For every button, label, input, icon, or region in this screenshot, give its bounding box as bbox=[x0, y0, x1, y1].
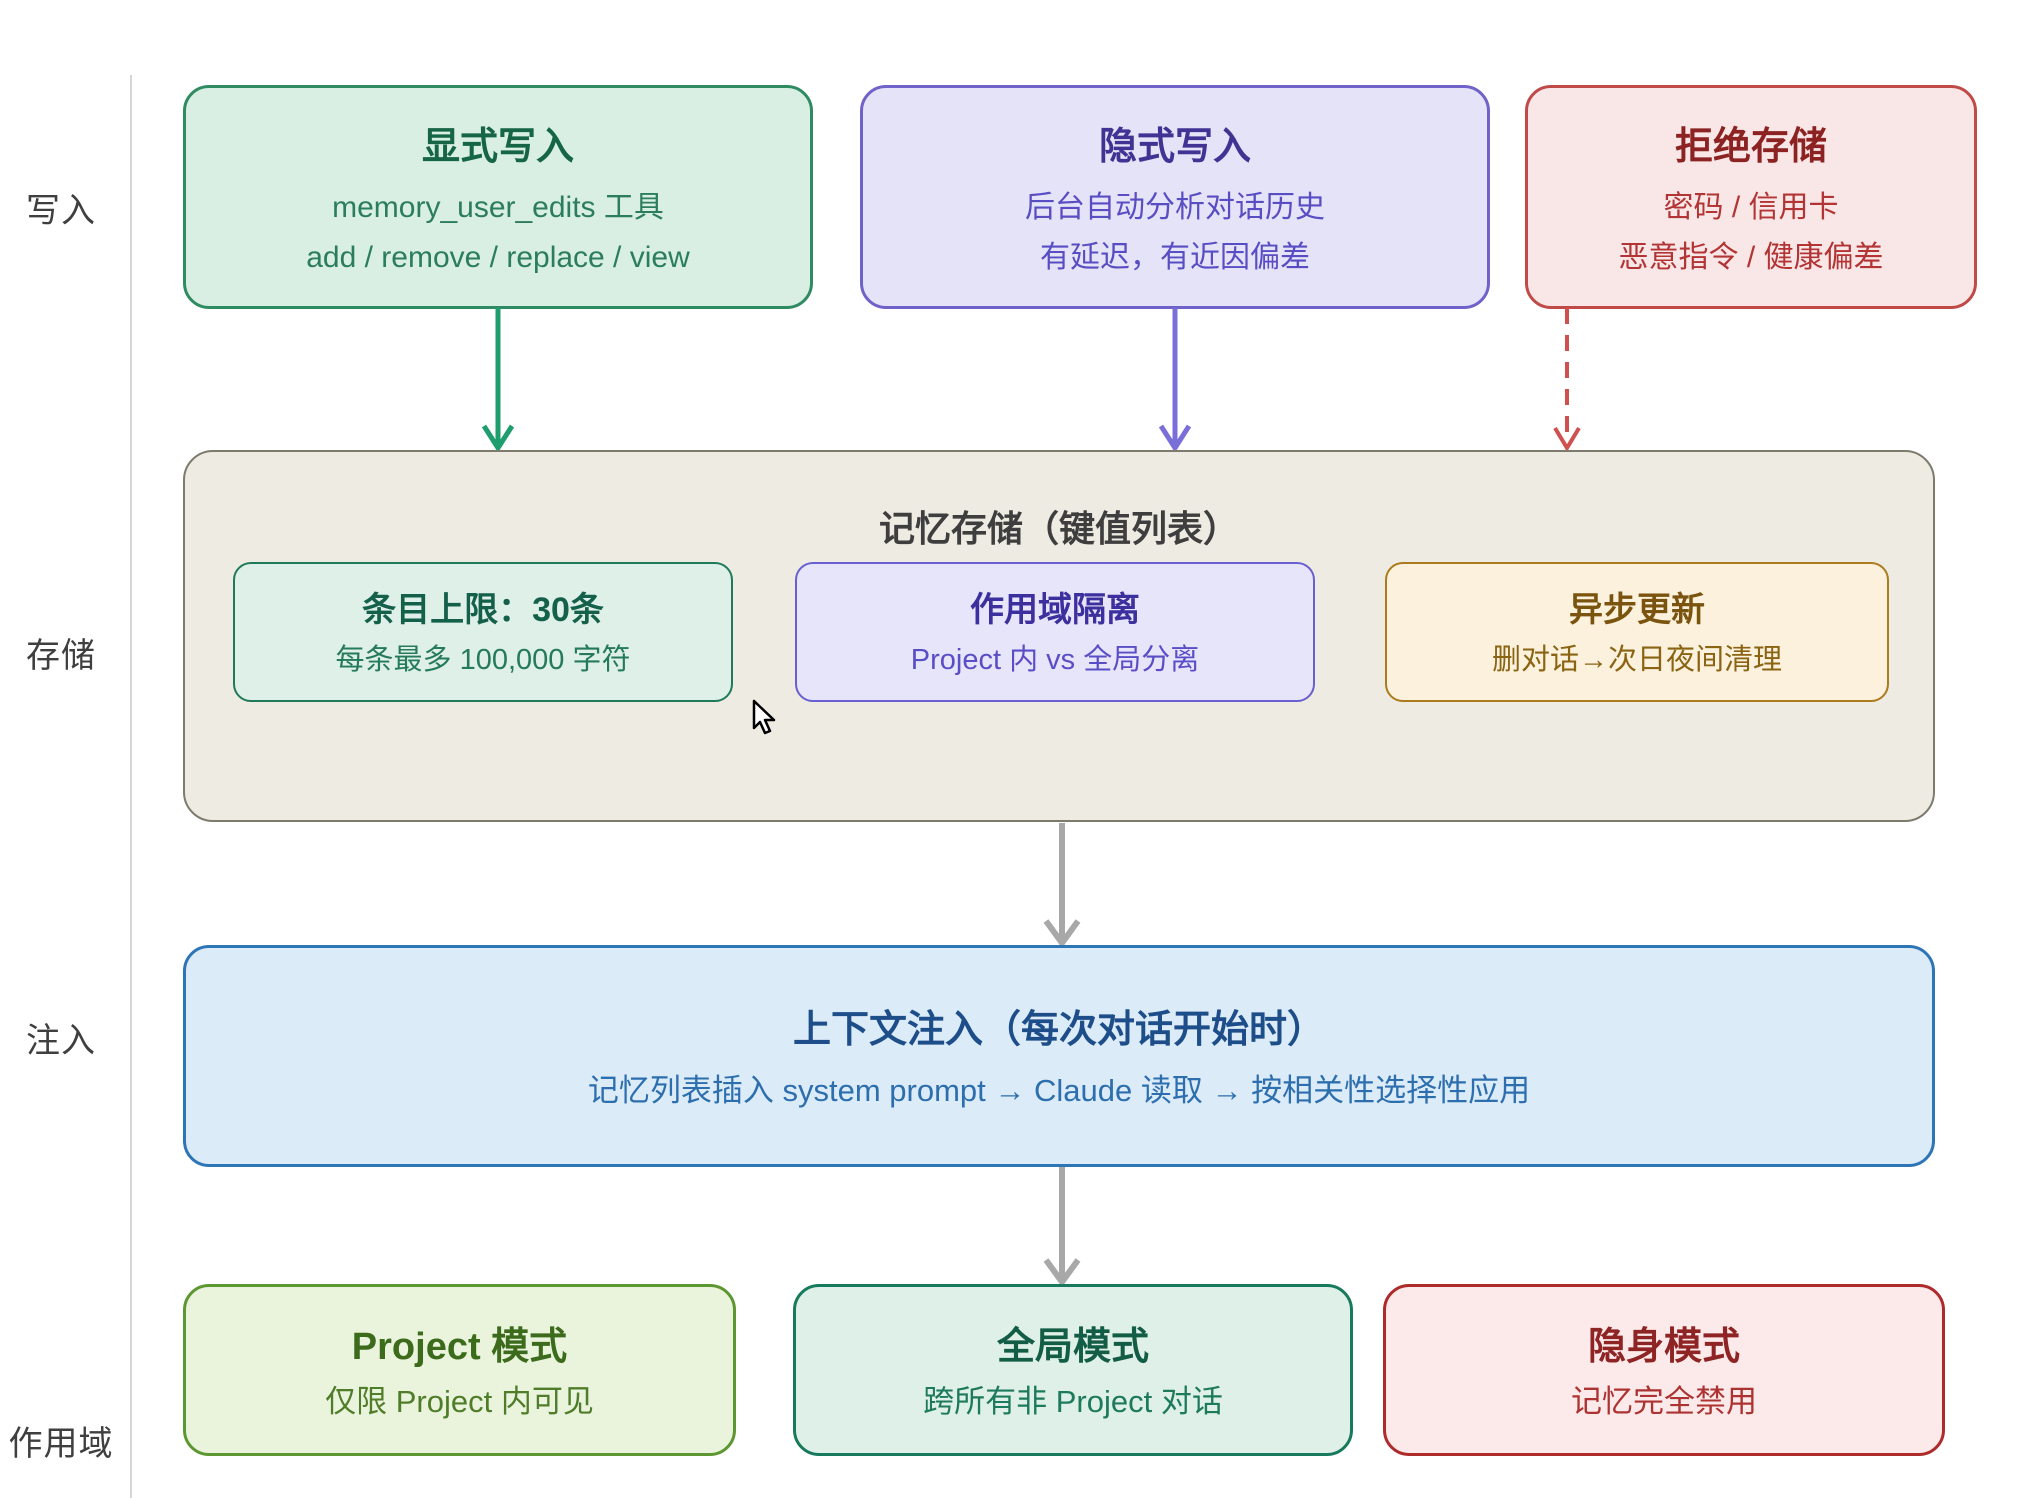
implicit-write-title: 隐式写入 bbox=[1098, 126, 1251, 168]
entry-limit-cell: 条目上限：30条 每条最多 100,000 字符 bbox=[233, 562, 733, 702]
project-mode-title: Project 模式 bbox=[351, 1326, 568, 1369]
global-mode-title: 全局模式 bbox=[996, 1326, 1149, 1369]
global-mode-body: 跨所有非 Project 对话 bbox=[923, 1384, 1223, 1420]
mouse-cursor bbox=[752, 699, 776, 735]
global-mode-box: 全局模式 跨所有非 Project 对话 bbox=[793, 1284, 1353, 1456]
scope-isolation-cell: 作用域隔离 Project 内 vs 全局分离 bbox=[795, 562, 1315, 702]
row-separator-line bbox=[130, 75, 132, 1498]
async-update-title: 异步更新 bbox=[1569, 591, 1705, 630]
inject-to-scope-arrow bbox=[1043, 1167, 1081, 1288]
implicit-write-line2: 有延迟，有近因偏差 bbox=[1040, 240, 1310, 274]
explicit-write-box: 显式写入 memory_user_edits 工具 add / remove /… bbox=[183, 85, 813, 309]
refuse-storage-dashed-arrow bbox=[1553, 308, 1581, 452]
context-injection-box: 上下文注入（每次对话开始时） 记忆列表插入 system prompt → Cl… bbox=[183, 945, 1935, 1167]
refuse-storage-title: 拒绝存储 bbox=[1674, 126, 1827, 168]
explicit-write-arrow bbox=[481, 308, 515, 453]
implicit-write-arrow bbox=[1158, 308, 1192, 453]
async-update-cell: 异步更新 删对话→次日夜间清理 bbox=[1385, 562, 1889, 702]
incognito-mode-box: 隐身模式 记忆完全禁用 bbox=[1383, 1284, 1945, 1456]
scope-isolation-body: Project 内 vs 全局分离 bbox=[910, 644, 1200, 677]
memory-storage-container: 记忆存储（键值列表） 条目上限：30条 每条最多 100,000 字符 作用域隔… bbox=[183, 450, 1935, 822]
project-mode-box: Project 模式 仅限 Project 内可见 bbox=[183, 1284, 736, 1456]
context-injection-body: 记忆列表插入 system prompt → Claude 读取 → 按相关性选… bbox=[587, 1073, 1531, 1109]
entry-limit-body: 每条最多 100,000 字符 bbox=[335, 644, 631, 677]
incognito-mode-body: 记忆完全禁用 bbox=[1571, 1384, 1757, 1420]
refuse-storage-line1: 密码 / 信用卡 bbox=[1663, 191, 1839, 224]
context-injection-title: 上下文注入（每次对话开始时） bbox=[792, 1009, 1325, 1052]
row-label-write: 写入 bbox=[26, 192, 96, 230]
row-label-scope: 作用域 bbox=[8, 1425, 114, 1463]
entry-limit-title: 条目上限：30条 bbox=[362, 591, 604, 630]
async-update-body: 删对话→次日夜间清理 bbox=[1491, 644, 1782, 677]
implicit-write-box: 隐式写入 后台自动分析对话历史 有延迟，有近因偏差 bbox=[860, 85, 1490, 309]
explicit-write-line1: memory_user_edits 工具 bbox=[332, 191, 664, 224]
project-mode-body: 仅限 Project 内可见 bbox=[325, 1384, 594, 1420]
implicit-write-line1: 后台自动分析对话历史 bbox=[1025, 191, 1325, 224]
row-label-storage: 存储 bbox=[26, 637, 96, 675]
explicit-write-title: 显式写入 bbox=[421, 126, 574, 168]
refuse-storage-box: 拒绝存储 密码 / 信用卡 恶意指令 / 健康偏差 bbox=[1525, 85, 1977, 309]
explicit-write-line2: add / remove / replace / view bbox=[306, 240, 690, 274]
row-label-inject: 注入 bbox=[26, 1022, 96, 1060]
memory-storage-title: 记忆存储（键值列表） bbox=[878, 508, 1239, 549]
refuse-storage-line2: 恶意指令 / 健康偏差 bbox=[1618, 240, 1884, 274]
incognito-mode-title: 隐身模式 bbox=[1587, 1326, 1740, 1369]
scope-isolation-title: 作用域隔离 bbox=[970, 591, 1140, 630]
storage-to-inject-arrow bbox=[1043, 823, 1081, 949]
